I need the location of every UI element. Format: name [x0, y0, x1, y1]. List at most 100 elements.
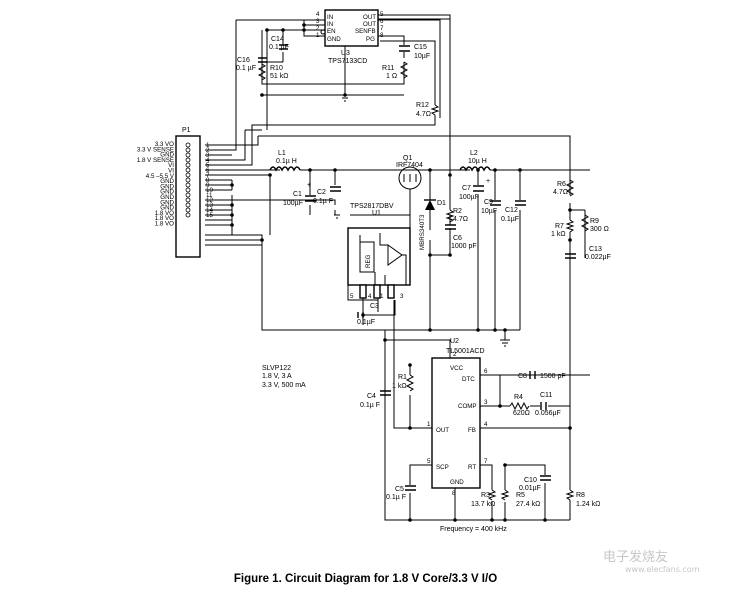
r11-value: 1 Ω: [386, 73, 397, 80]
cap-c11: [540, 402, 547, 410]
u3-part: TPS7133CD: [328, 58, 367, 65]
c7-value: 100µF: [459, 194, 479, 201]
c10-ref: C10: [524, 477, 537, 484]
u1-pin-pad: [373, 284, 381, 299]
r4-value: 620Ω: [513, 410, 530, 417]
u3-pinnum-7: 7: [380, 25, 384, 32]
cap-c2: [330, 186, 341, 192]
c12-ref: C12: [505, 207, 518, 214]
u2-pin-fb: FB: [468, 427, 476, 434]
c2-ref: C2: [317, 189, 326, 196]
cap-c7: [473, 185, 484, 192]
connector-signal-label: 4.5 –5.5 V: [146, 173, 175, 180]
c16-value: 0.1 µF: [236, 65, 256, 72]
driver-u1: REG U1 TPS2817DBV 5 4 1 2 3: [347, 203, 411, 300]
res-r9: [580, 214, 590, 232]
connector-signal-label: GND: [160, 178, 174, 185]
connector-signal-label: VI: [168, 168, 174, 175]
wires: [205, 14, 590, 521]
connector-pin-15: [185, 212, 191, 218]
l2-ref: L2: [470, 150, 478, 157]
c2-value: 0.1µ F: [313, 198, 333, 205]
r8-value: 1.24 kΩ: [576, 501, 600, 508]
diode-d1: D1 MBRS340T3: [419, 199, 446, 250]
u2-pin-comp: COMP: [458, 403, 477, 410]
coil-icon: [459, 166, 491, 172]
cap-c14: [279, 44, 288, 50]
u3-pinnum-4: 4: [316, 11, 320, 18]
spec-core: 1.8 V, 3 A: [262, 373, 292, 380]
c13-value: 0.022µF: [585, 254, 611, 261]
cap-c15: [399, 45, 410, 52]
u2-pin-gnd: GND: [450, 479, 464, 486]
cap-c4: [380, 390, 391, 396]
u1-pin-1: 1: [380, 293, 384, 300]
res-r7: [565, 219, 575, 233]
connector-signal-label: 1.8 V SENSE: [137, 157, 174, 164]
u2-ref: U2: [450, 338, 459, 345]
u3-pinnum-1: 1: [316, 32, 320, 39]
en-bubble-icon: [320, 29, 326, 35]
c11-ref: C11: [540, 392, 552, 399]
connector-signal-label: GND: [160, 183, 174, 190]
connector-pin-number: 12: [206, 197, 213, 204]
inductor-l2: L2 10µ H: [459, 150, 491, 172]
u3-pinnum-3: 3: [316, 18, 320, 25]
connector-pin-9: [185, 182, 191, 188]
r6-value: 4.7Ω: [553, 189, 568, 196]
l1-value: 0.1µ H: [276, 158, 297, 165]
q1-ref: Q1: [403, 155, 412, 162]
connector-signal-label: 3.3 V SENSE: [137, 146, 174, 153]
l2-value: 10µ H: [468, 158, 487, 165]
connector-signal-label: 3.3 VO: [155, 141, 174, 148]
c5-value: 0.1µ F: [386, 494, 406, 501]
c1-plus-mark: +: [307, 182, 311, 189]
res-r4: [509, 401, 530, 411]
u1-part: TPS2817DBV: [350, 203, 394, 210]
c15-value: 10µF: [414, 53, 430, 60]
u3-pin-gnd: GND: [327, 36, 341, 43]
r10-ref: R10: [270, 65, 283, 72]
u1-pin-4: 4: [368, 293, 372, 300]
connector-pin-number: 14: [206, 207, 213, 214]
c3-value: 0.1µF: [357, 319, 375, 326]
c14-value: 0.1 µF: [269, 44, 289, 51]
diode-icon: [425, 200, 435, 210]
cap-c8: [529, 371, 536, 379]
u3-pinnum-2: 2: [316, 25, 320, 32]
connector-signal-label: VI: [168, 162, 174, 169]
c7-ref: C7: [462, 185, 471, 192]
r9-ref: R9: [590, 218, 599, 225]
u3-pin-in1: IN: [327, 14, 333, 21]
c1-value: 100µF: [283, 200, 303, 207]
u1-pin-5: 5: [350, 293, 354, 300]
connector-signal-label: GND: [160, 189, 174, 196]
c6-ref: C6: [453, 235, 462, 242]
connector-pin-number: 8: [206, 177, 210, 184]
cap-c16: [258, 57, 267, 63]
connector-pin-13: [185, 202, 191, 208]
u2-pinnum-2: 2: [453, 351, 457, 358]
connector-pin-11: [185, 192, 191, 198]
junction-dots: [230, 23, 572, 522]
r1-value: 1 kΩ: [392, 383, 407, 390]
res-r6: [565, 179, 575, 197]
figure-caption: Figure 1. Circuit Diagram for 1.8 V Core…: [233, 573, 498, 585]
c16-ref: C16: [237, 57, 250, 64]
c9-ref: C9: [484, 199, 493, 206]
connector-pin-5: [185, 162, 191, 168]
connector-ref: P1: [182, 127, 191, 134]
coil-icon: [269, 166, 301, 172]
u2-body: [431, 357, 481, 489]
board-notes: SLVP122 1.8 V, 3 A 3.3 V, 500 mA Frequen…: [262, 365, 507, 533]
r10-value: 51 kΩ: [270, 73, 288, 80]
u3-body: [324, 9, 379, 47]
u3-pinnum-6: 6: [380, 18, 384, 25]
u2-pinnum-3: 3: [484, 399, 488, 406]
u3-pinnum-5: 5: [380, 11, 384, 18]
connector-pin-7: [185, 172, 191, 178]
connector-signal-label: GND: [160, 152, 174, 159]
